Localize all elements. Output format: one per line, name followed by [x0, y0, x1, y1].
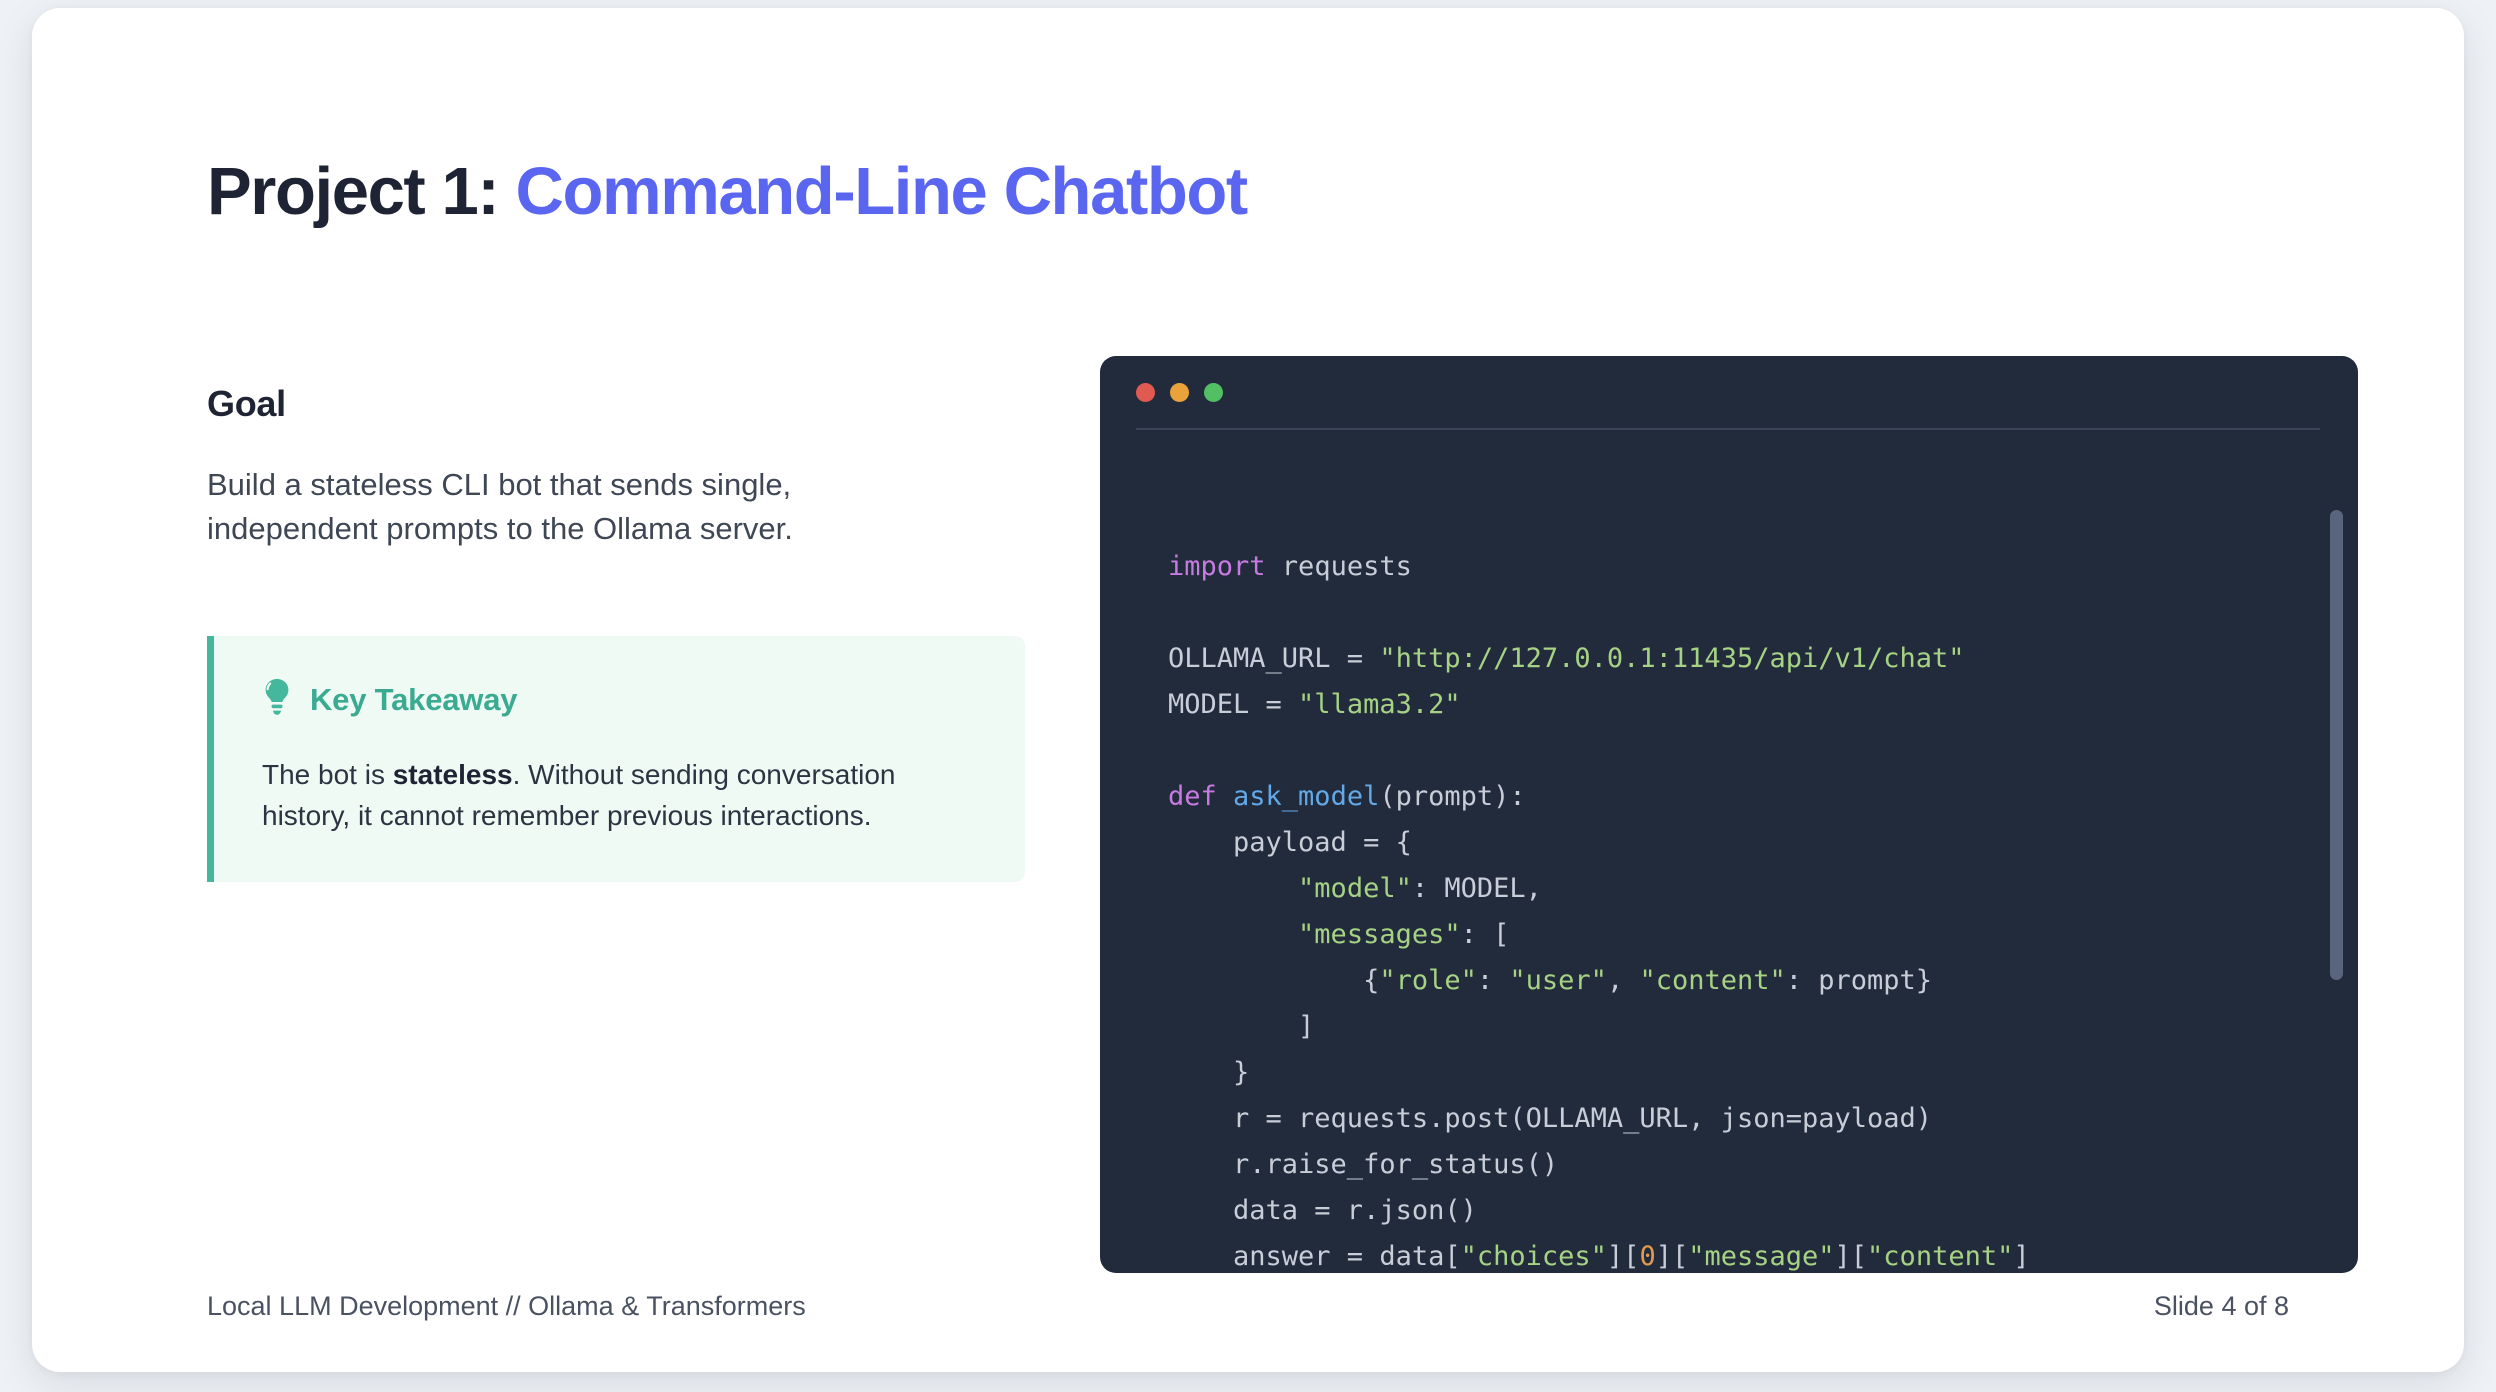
code-token: "http://127.0.0.1:11435/api/v1/chat" [1379, 643, 1965, 674]
callout-title: Key Takeaway [310, 681, 518, 717]
code-token: def [1168, 781, 1234, 812]
code-line: r.raise_for_status() [1168, 1142, 2318, 1188]
callout-body-text: The bot is stateless. Without sending co… [262, 755, 977, 836]
code-line: MODEL = "llama3.2" [1168, 682, 2318, 728]
code-token: ] [2013, 1241, 2030, 1272]
page-title: Project 1: Command-Line Chatbot [207, 158, 1248, 225]
key-takeaway-callout: Key Takeaway The bot is stateless. Witho… [207, 636, 1025, 883]
code-token: ] [1168, 1011, 1315, 1042]
code-token: } [1168, 1057, 1250, 1088]
footer-course-label: Local LLM Development // Ollama & Transf… [207, 1291, 806, 1321]
code-block[interactable]: import requests OLLAMA_URL = "http://127… [1100, 430, 2358, 1273]
code-window-divider [1136, 428, 2320, 430]
code-token: "model" [1298, 873, 1412, 904]
code-token: "user" [1509, 965, 1607, 996]
goal-section: Goal Build a stateless CLI bot that send… [207, 383, 1037, 551]
callout-text-after: . Without sending conversation history, … [262, 759, 896, 831]
code-token: r = requests.post(OLLAMA_URL, json=paylo… [1168, 1103, 1933, 1134]
close-window-dot[interactable] [1136, 382, 1155, 402]
code-token: "messages" [1298, 919, 1461, 950]
code-token [1168, 873, 1298, 904]
code-token: , [1606, 965, 1640, 996]
title-main-text: Project 1: [207, 154, 516, 229]
callout-text-emphasis: stateless [392, 759, 513, 790]
code-token: ][ [1834, 1241, 1868, 1272]
code-line: "messages": [ [1168, 912, 2318, 958]
code-line: ] [1168, 1004, 2318, 1050]
code-token: payload = { [1168, 827, 1412, 858]
goal-heading: Goal [207, 383, 286, 424]
code-token: requests [1265, 551, 1412, 582]
code-line: r = requests.post(OLLAMA_URL, json=paylo… [1168, 1096, 2318, 1142]
code-token: : [1476, 965, 1510, 996]
code-line [1168, 590, 2318, 636]
title-accent-text: Command-Line Chatbot [515, 154, 1249, 229]
code-window-titlebar [1100, 356, 2358, 428]
code-token: { [1168, 965, 1380, 996]
code-token: r.raise_for_status() [1168, 1149, 1559, 1180]
code-line: } [1168, 1050, 2318, 1096]
code-line: data = r.json() [1168, 1188, 2318, 1234]
code-token: 0 [1639, 1241, 1656, 1272]
code-window: import requests OLLAMA_URL = "http://127… [1100, 356, 2358, 1273]
code-token: (prompt): [1379, 781, 1526, 812]
code-scrollbar-thumb[interactable] [2330, 510, 2343, 980]
code-token: : prompt} [1785, 965, 1933, 996]
code-token [1168, 919, 1298, 950]
code-token: "role" [1379, 965, 1477, 996]
maximize-window-dot[interactable] [1204, 382, 1223, 402]
callout-header: Key Takeaway [262, 678, 977, 721]
code-token: "content" [1639, 965, 1786, 996]
code-token: answer = data[ [1168, 1241, 1461, 1272]
code-line: OLLAMA_URL = "http://127.0.0.1:11435/api… [1168, 636, 2318, 682]
code-token: data = r.json() [1168, 1195, 1477, 1226]
code-token: import [1168, 551, 1266, 582]
code-token: : MODEL, [1411, 873, 1542, 904]
code-line [1168, 728, 2318, 774]
code-token: : [ [1460, 919, 1510, 950]
code-line: {"role": "user", "content": prompt} [1168, 958, 2318, 1004]
callout-text-before: The bot is [262, 759, 393, 790]
code-token: ask_model [1233, 781, 1380, 812]
slide-card: Project 1: Command-Line Chatbot Goal Bui… [32, 8, 2464, 1372]
code-token: MODEL = [1168, 689, 1299, 720]
code-line: def ask_model(prompt): [1168, 774, 2318, 820]
lightbulb-icon [262, 678, 292, 721]
code-token: ][ [1606, 1241, 1640, 1272]
code-token: "content" [1867, 1241, 2014, 1272]
code-token: "llama3.2" [1298, 689, 1461, 720]
minimize-window-dot[interactable] [1170, 382, 1189, 402]
code-line: payload = { [1168, 820, 2318, 866]
goal-body-text: Build a stateless CLI bot that sends sin… [207, 467, 793, 547]
code-line: import requests [1168, 544, 2318, 590]
code-token: "message" [1688, 1241, 1835, 1272]
code-token: "choices" [1460, 1241, 1607, 1272]
code-token: ][ [1655, 1241, 1689, 1272]
code-line: answer = data["choices"][0]["message"]["… [1168, 1234, 2318, 1273]
slide-counter: Slide 4 of 8 [2153, 1291, 2289, 1321]
code-token: OLLAMA_URL = [1168, 643, 1380, 674]
code-line: "model": MODEL, [1168, 866, 2318, 912]
code-lines-container: import requests OLLAMA_URL = "http://127… [1168, 544, 2318, 1273]
